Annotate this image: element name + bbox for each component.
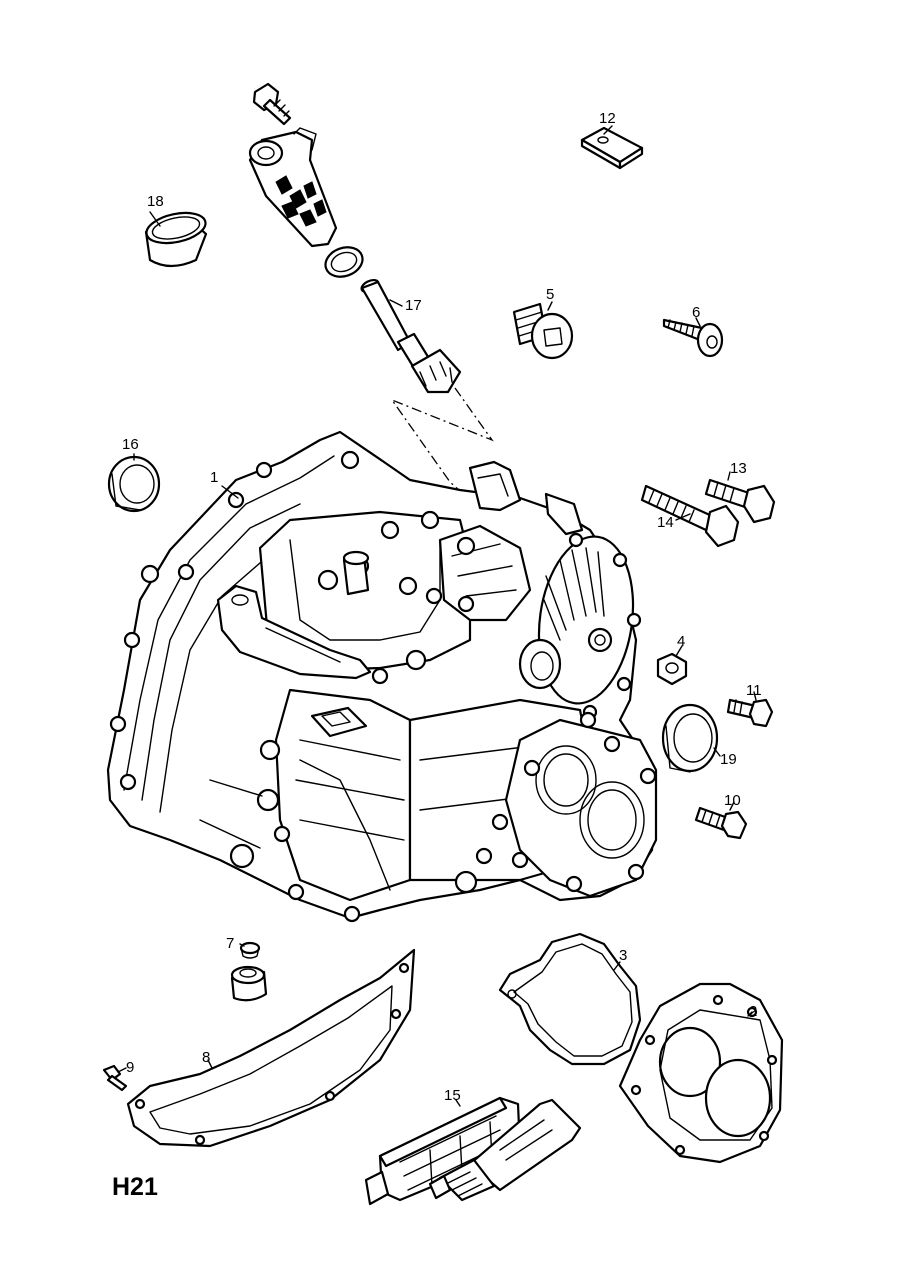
callout-9: 9 bbox=[126, 1059, 135, 1076]
small-screw bbox=[102, 1064, 128, 1092]
vent-screw bbox=[662, 318, 724, 358]
plate bbox=[580, 126, 644, 170]
short-bolt bbox=[704, 478, 776, 524]
bushing bbox=[144, 211, 208, 268]
speedo-drive-shaft bbox=[360, 278, 462, 394]
callout-17: 17 bbox=[405, 297, 422, 314]
speedo-housing bbox=[248, 127, 338, 248]
leader-lines bbox=[117, 125, 757, 1107]
callout-2: 2 bbox=[749, 1003, 758, 1020]
long-bolt bbox=[640, 484, 740, 548]
callout-7: 7 bbox=[226, 935, 235, 952]
callout-6: 6 bbox=[692, 304, 701, 321]
speedo-bolt bbox=[252, 82, 292, 126]
callout-1: 1 bbox=[210, 469, 219, 486]
diagram-code: H21 bbox=[112, 1173, 158, 1201]
end-gasket bbox=[618, 982, 784, 1164]
oil-seal-right bbox=[661, 703, 719, 773]
callout-15: 15 bbox=[444, 1087, 461, 1104]
callout-11: 11 bbox=[746, 682, 762, 699]
callout-14: 14 bbox=[657, 514, 674, 531]
callout-5: 5 bbox=[546, 286, 555, 303]
callout-12: 12 bbox=[599, 110, 616, 127]
cover-plate bbox=[126, 948, 416, 1148]
oil-seal-left bbox=[107, 455, 161, 513]
callout-19: 19 bbox=[720, 751, 737, 768]
callout-13: 13 bbox=[730, 460, 747, 477]
plug bbox=[512, 302, 574, 360]
gasket bbox=[498, 932, 642, 1066]
callout-18: 18 bbox=[147, 193, 164, 210]
bolt-11 bbox=[726, 698, 774, 728]
callout-8: 8 bbox=[202, 1049, 211, 1066]
sealant-kit bbox=[364, 1096, 582, 1206]
drain-plug bbox=[230, 941, 268, 1002]
callout-4: 4 bbox=[677, 633, 686, 650]
speedo-seal-ring bbox=[324, 246, 364, 278]
callout-10: 10 bbox=[724, 792, 741, 809]
callout-3: 3 bbox=[619, 947, 628, 964]
transmission-housing bbox=[106, 430, 658, 923]
nut bbox=[656, 652, 688, 686]
bolt-10 bbox=[694, 806, 748, 840]
callout-16: 16 bbox=[122, 436, 139, 453]
alignment-guide bbox=[390, 387, 494, 501]
